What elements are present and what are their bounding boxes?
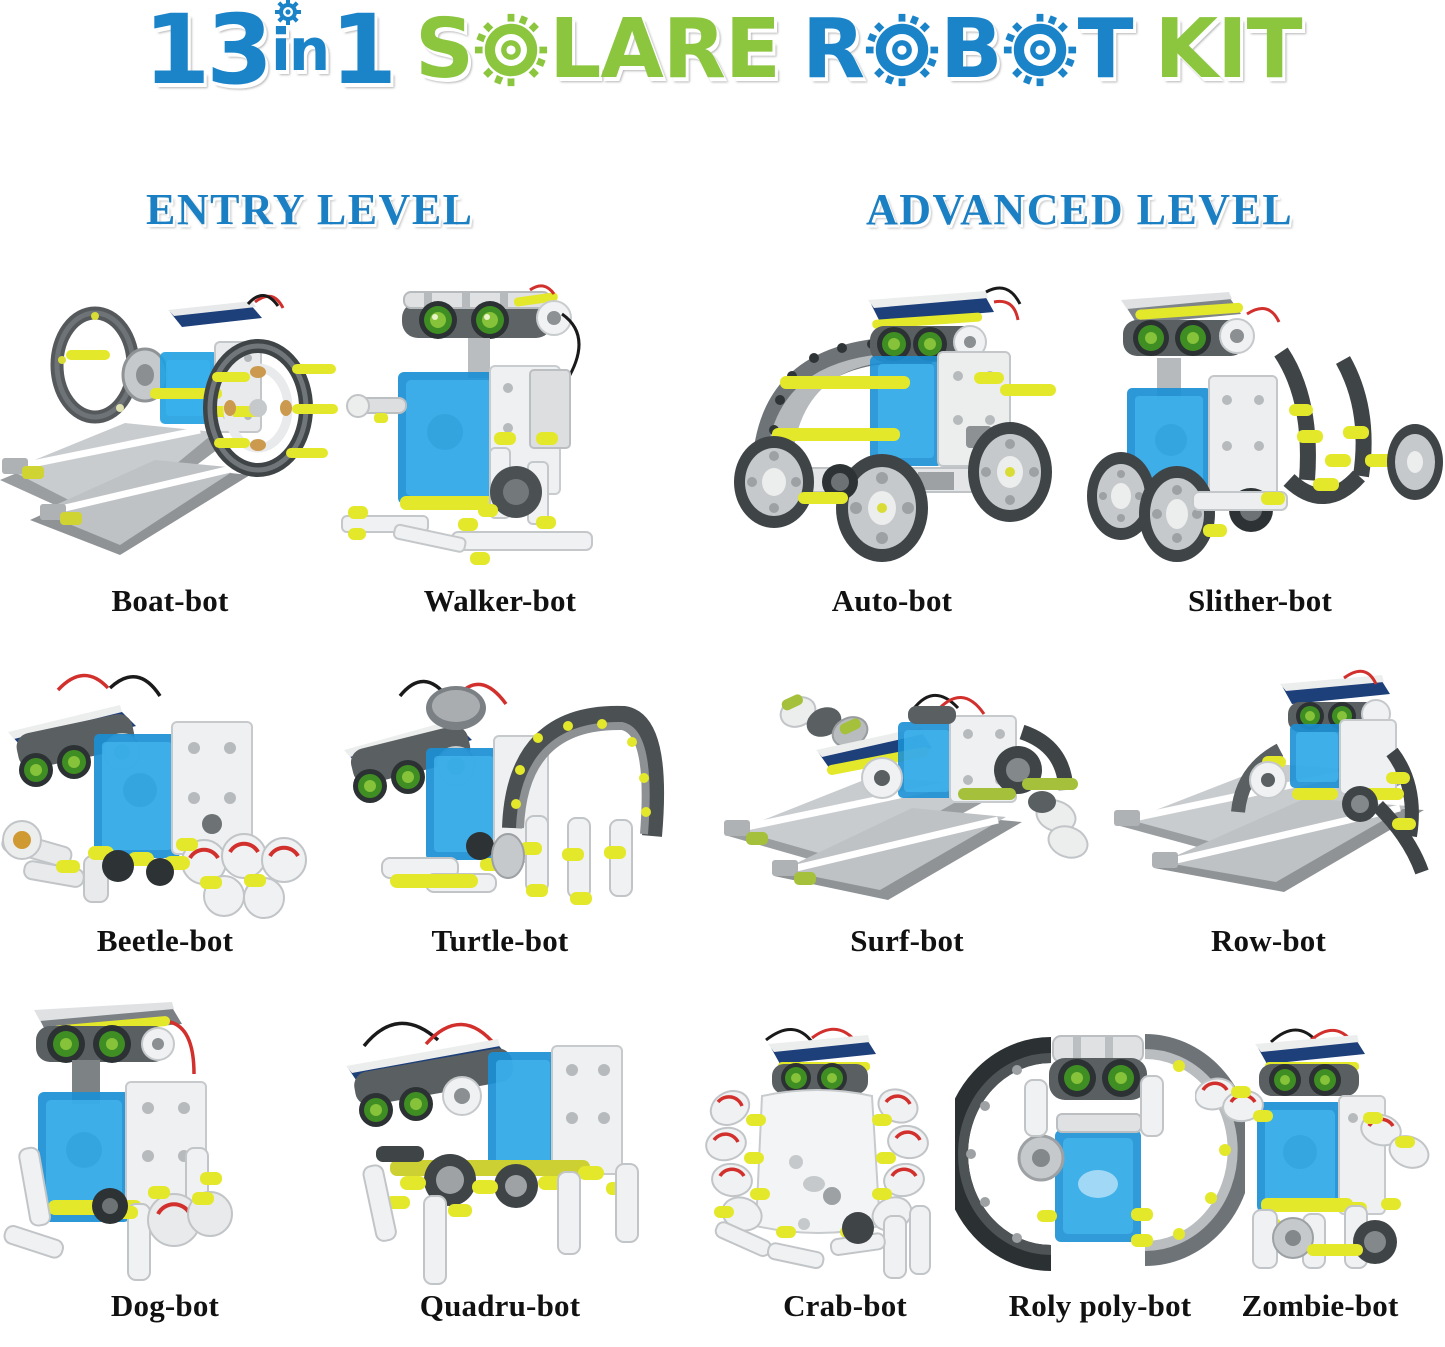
turtle-bot-icon [344,679,664,905]
auto-bot-icon [734,286,1056,562]
bot-cell-roly-poly[interactable]: Roly poly-bot [955,1010,1245,1330]
title-robot-t: T [1077,2,1134,97]
bot-label-dog: Dog-bot [110,1288,220,1323]
bot-cell-auto[interactable]: Auto-bot [722,280,1062,630]
bot-label-beetle: Beetle-bot [96,923,234,958]
zombie-bot-icon [1195,1028,1430,1269]
gear-o-icon-blue-1 [863,11,941,89]
slither-bot-icon [1087,292,1443,562]
bot-cell-crab[interactable]: Crab-bot [700,1010,990,1330]
title-robot-b: B [940,2,1003,97]
bot-label-boat: Boat-bot [111,583,229,618]
bot-cell-row[interactable]: Row-bot [1092,660,1445,970]
bot-cell-walker[interactable]: Walker-bot [340,280,660,630]
bot-cell-dog[interactable]: Dog-bot [0,1000,330,1330]
bot-cell-quadru[interactable]: Quadru-bot [330,1000,670,1330]
bot-label-row: Row-bot [1210,923,1327,958]
bot-label-slither: Slither-bot [1188,583,1332,618]
title-kit: KIT [1154,2,1303,97]
dog-bot-icon [3,1002,233,1281]
product-title: 13 in 1 S [0,0,1445,100]
bot-label-walker: Walker-bot [423,583,577,618]
title-solare-s: S [415,2,474,97]
section-heading-entry-level: ENTRY LEVEL [146,185,474,234]
row-bot-icon [1114,669,1429,892]
bot-cell-slither[interactable]: Slither-bot [1075,280,1445,630]
bot-label-roly-poly: Roly poly-bot [1008,1288,1192,1323]
bot-cell-surf[interactable]: Surf-bot [722,660,1092,970]
beetle-bot-icon [1,673,307,919]
bot-label-zombie: Zombie-bot [1241,1288,1399,1323]
bot-label-turtle: Turtle-bot [431,923,569,958]
gear-o-icon-green-1 [472,11,550,89]
gear-dot-icon [275,0,302,25]
bot-label-auto: Auto-bot [831,583,953,618]
section-heading-advanced-level: ADVANCED LEVEL [866,185,1294,234]
title-in: in [271,0,330,79]
bot-cell-beetle[interactable]: Beetle-bot [0,660,330,970]
title-1: 1 [330,0,397,106]
bot-label-crab: Crab-bot [783,1288,907,1323]
crab-bot-icon [705,1027,931,1279]
bot-cell-zombie[interactable]: Zombie-bot [1195,1010,1445,1330]
bot-label-quadru: Quadru-bot [419,1288,581,1323]
walker-bot-icon [341,284,593,565]
roly-poly-bot-icon [955,1034,1245,1271]
title-13: 13 [143,0,273,106]
surf-bot-icon [724,693,1089,900]
title-banner: 13 in 1 S [0,0,1445,105]
bot-cell-turtle[interactable]: Turtle-bot [330,660,670,970]
title-solare-lare: LARE [549,2,781,97]
title-robot-r: R [801,2,865,97]
bot-label-surf: Surf-bot [850,923,964,958]
boat-bot-icon [0,294,338,555]
gear-o-icon-blue-2 [1001,11,1078,89]
title-in-text: in [271,16,330,84]
bot-cell-boat[interactable]: Boat-bot [0,280,340,630]
quadru-bot-icon [346,1021,639,1285]
